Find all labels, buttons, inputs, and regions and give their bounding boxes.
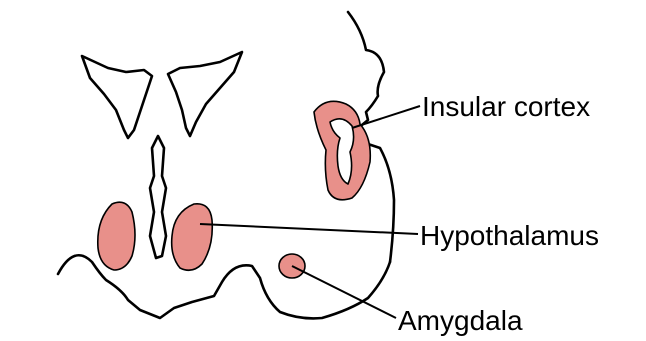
insular-cortex-label: Insular cortex bbox=[422, 91, 590, 122]
hypothalamus-left-nucleus bbox=[98, 202, 135, 270]
insular-cortex-leader-line bbox=[352, 106, 420, 128]
hypothalamus-label: Hypothalamus bbox=[420, 220, 599, 251]
hypothalamus-right-nucleus bbox=[172, 204, 213, 270]
hypothalamus-leader-line bbox=[200, 224, 418, 234]
third-ventricle bbox=[150, 136, 166, 258]
left-lateral-ventricle bbox=[82, 56, 152, 138]
right-lateral-ventricle bbox=[168, 52, 242, 136]
amygdala-label: Amygdala bbox=[398, 305, 523, 336]
